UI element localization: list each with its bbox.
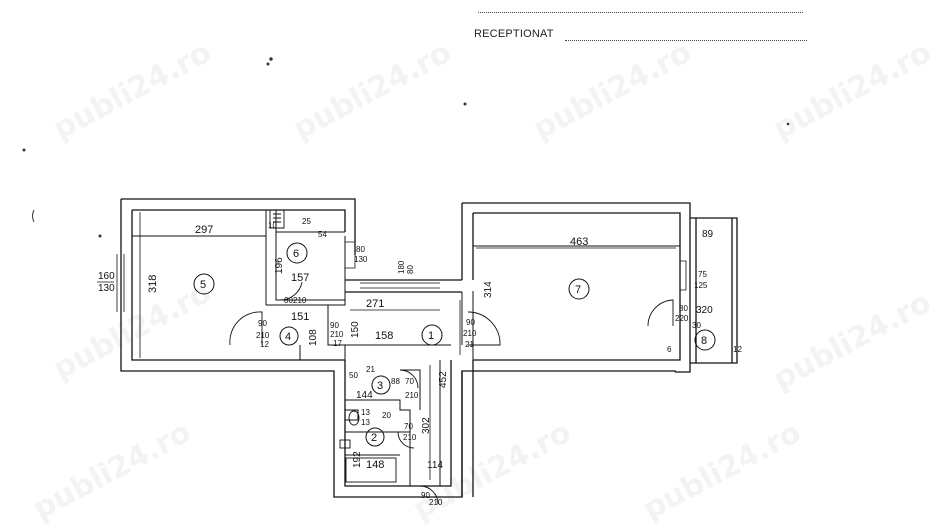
dim-r7-463: 463 (570, 236, 588, 248)
room-number-2: 2 (371, 432, 377, 444)
watermark: publi24.ro (637, 415, 807, 527)
watermark: publi24.ro (767, 285, 937, 397)
receptionat-label: RECEPTIONAT (474, 28, 554, 40)
room-number-8: 8 (701, 335, 707, 347)
room-number-6: 6 (293, 248, 299, 260)
dim-r3-88: 88 (391, 377, 400, 386)
dim-150: 150 (350, 321, 361, 338)
dim-r7-75: 75 (698, 270, 707, 279)
dim-r3-144: 144 (356, 390, 373, 401)
watermark-group: publi24.ro publi24.ro publi24.ro publi24… (27, 35, 937, 527)
dim-17: 17 (333, 339, 342, 348)
dim-r8-320: 320 (696, 305, 713, 316)
dim-r7-80: 80 (679, 304, 688, 313)
watermark: publi24.ro (527, 35, 697, 147)
dim-r5-height: 318 (147, 275, 159, 293)
dim-r2-13b: 13 (361, 418, 370, 427)
watermark: publi24.ro (27, 415, 197, 527)
door-swings (229, 209, 674, 505)
dim-r2-302: 302 (421, 417, 432, 434)
dim-entry-90: 90 (421, 491, 430, 500)
dim-r2-20: 20 (382, 411, 391, 420)
dim-r3-70: 70 (405, 377, 414, 386)
dim-r3-50: 50 (349, 371, 358, 380)
watermark: publi24.ro (767, 35, 937, 147)
dimension-lines (136, 212, 676, 480)
dim-r8-89: 89 (702, 229, 714, 240)
dim-r6-10: 10 (268, 221, 277, 230)
dim-window-left-top: 160 (98, 271, 115, 282)
dim-r2-70: 70 (404, 422, 413, 431)
dim-r2-210: 210 (403, 433, 417, 442)
dim-r1-452: 452 (438, 371, 449, 388)
dim-d210-bottom: 210 (330, 330, 344, 339)
sanitary-fixtures (339, 410, 397, 483)
receptionat-signature-line (565, 40, 807, 41)
dim-window-left-bottom: 130 (98, 283, 115, 294)
room-number-5: 5 (200, 279, 206, 291)
room-number-4: 4 (285, 331, 291, 343)
dim-r6-196: 196 (274, 257, 285, 274)
watermark: publi24.ro (47, 35, 217, 147)
dim-d-210-bottom: 210 (293, 296, 307, 305)
dim-r6-157: 157 (291, 272, 309, 284)
dim-r7-125: 125 (694, 281, 708, 290)
scan-specks (22, 57, 790, 238)
dim-hall-271: 271 (366, 298, 384, 310)
windows (116, 241, 687, 312)
dim-r2-114: 114 (427, 460, 443, 471)
signature-line-top (478, 12, 803, 13)
dim-hall-window-80: 80 (406, 265, 415, 274)
dim-right-door-90: 90 (466, 318, 475, 327)
dim-r1-158: 158 (375, 330, 393, 342)
room-number-7: 7 (575, 284, 581, 296)
outer-walls (120, 198, 738, 498)
dim-door-80-top: 80 (356, 245, 365, 254)
dim-r2-148: 148 (366, 459, 384, 471)
inner-walls (132, 210, 680, 486)
dim-r4-210: 210 (256, 331, 270, 340)
watermark: publi24.ro (287, 35, 457, 147)
dim-r4-90: 90 (258, 319, 267, 328)
dim-d90-top: 90 (330, 321, 339, 330)
dim-r3-210: 210 (405, 391, 419, 400)
dim-r6-54: 54 (318, 230, 327, 239)
dim-d-80-top: 80 (284, 296, 293, 305)
dim-r8-12: 12 (733, 345, 742, 354)
dim-r2-192: 192 (352, 451, 363, 468)
dim-r8-30: 30 (692, 321, 701, 330)
room-number-3: 3 (377, 380, 383, 392)
dim-entry-210: 210 (429, 498, 443, 507)
dim-r7-220: 220 (675, 314, 689, 323)
dim-right-door-21: 21 (465, 340, 474, 349)
dim-r4-108: 108 (308, 329, 319, 346)
dim-r4-12: 12 (260, 340, 269, 349)
dim-door-130-bottom: 130 (354, 255, 368, 264)
room-markers (193, 242, 716, 447)
dim-r6-25: 25 (302, 217, 311, 226)
dim-r3-21: 21 (366, 365, 375, 374)
dim-r2-13a: 13 (361, 408, 370, 417)
dim-r5-width: 297 (195, 224, 213, 236)
room-numbers: 5 6 7 8 4 1 3 2 (200, 248, 707, 444)
dim-right-door-210: 210 (463, 329, 477, 338)
dim-hall-window-180: 180 (397, 260, 406, 274)
dim-r4-151: 151 (291, 311, 309, 323)
dimension-labels: 297 318 160 130 10 25 54 196 157 80 130 … (97, 217, 742, 507)
dim-r7-6: 6 (667, 345, 672, 354)
room-number-1: 1 (428, 330, 434, 342)
dim-r7-314: 314 (483, 281, 494, 298)
